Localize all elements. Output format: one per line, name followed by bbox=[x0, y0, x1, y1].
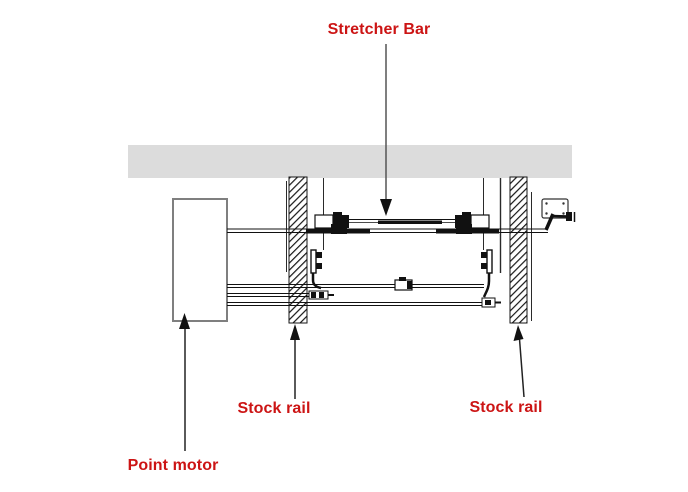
stretcher-bar bbox=[348, 219, 455, 224]
right-clamp bbox=[455, 212, 490, 234]
left-end-fitting bbox=[308, 290, 334, 300]
stock-rail-left-arrow bbox=[290, 324, 300, 399]
rod-short-left bbox=[227, 293, 310, 297]
left-link bbox=[311, 273, 322, 290]
adjuster-block bbox=[394, 277, 413, 291]
left-bracket bbox=[310, 249, 322, 274]
stock-rail-left-hatch bbox=[288, 176, 308, 324]
point-motor-box bbox=[172, 198, 228, 322]
stock-rail-right-label: Stock rail bbox=[469, 399, 543, 416]
sleeper-band bbox=[128, 145, 572, 178]
right-bracket bbox=[481, 249, 493, 274]
stretcher-bar-arrow bbox=[380, 44, 392, 216]
stock-rail-right-arrow bbox=[513, 325, 525, 398]
detector-plate-crank bbox=[541, 198, 576, 231]
drive-rod-middle bbox=[227, 284, 484, 288]
right-link bbox=[482, 273, 491, 298]
stock-rail-right-hatch bbox=[509, 176, 528, 324]
stock-rail-left-label: Stock rail bbox=[237, 400, 311, 417]
right-end-fitting bbox=[481, 297, 501, 308]
point-motor-label: Point motor bbox=[127, 457, 219, 474]
stretcher-bar-label: Stretcher Bar bbox=[327, 21, 431, 38]
point-motor-arrow bbox=[179, 313, 190, 451]
switch-rail-lines bbox=[286, 178, 532, 321]
drive-rod-bottom bbox=[227, 302, 484, 306]
left-clamp bbox=[314, 212, 349, 234]
